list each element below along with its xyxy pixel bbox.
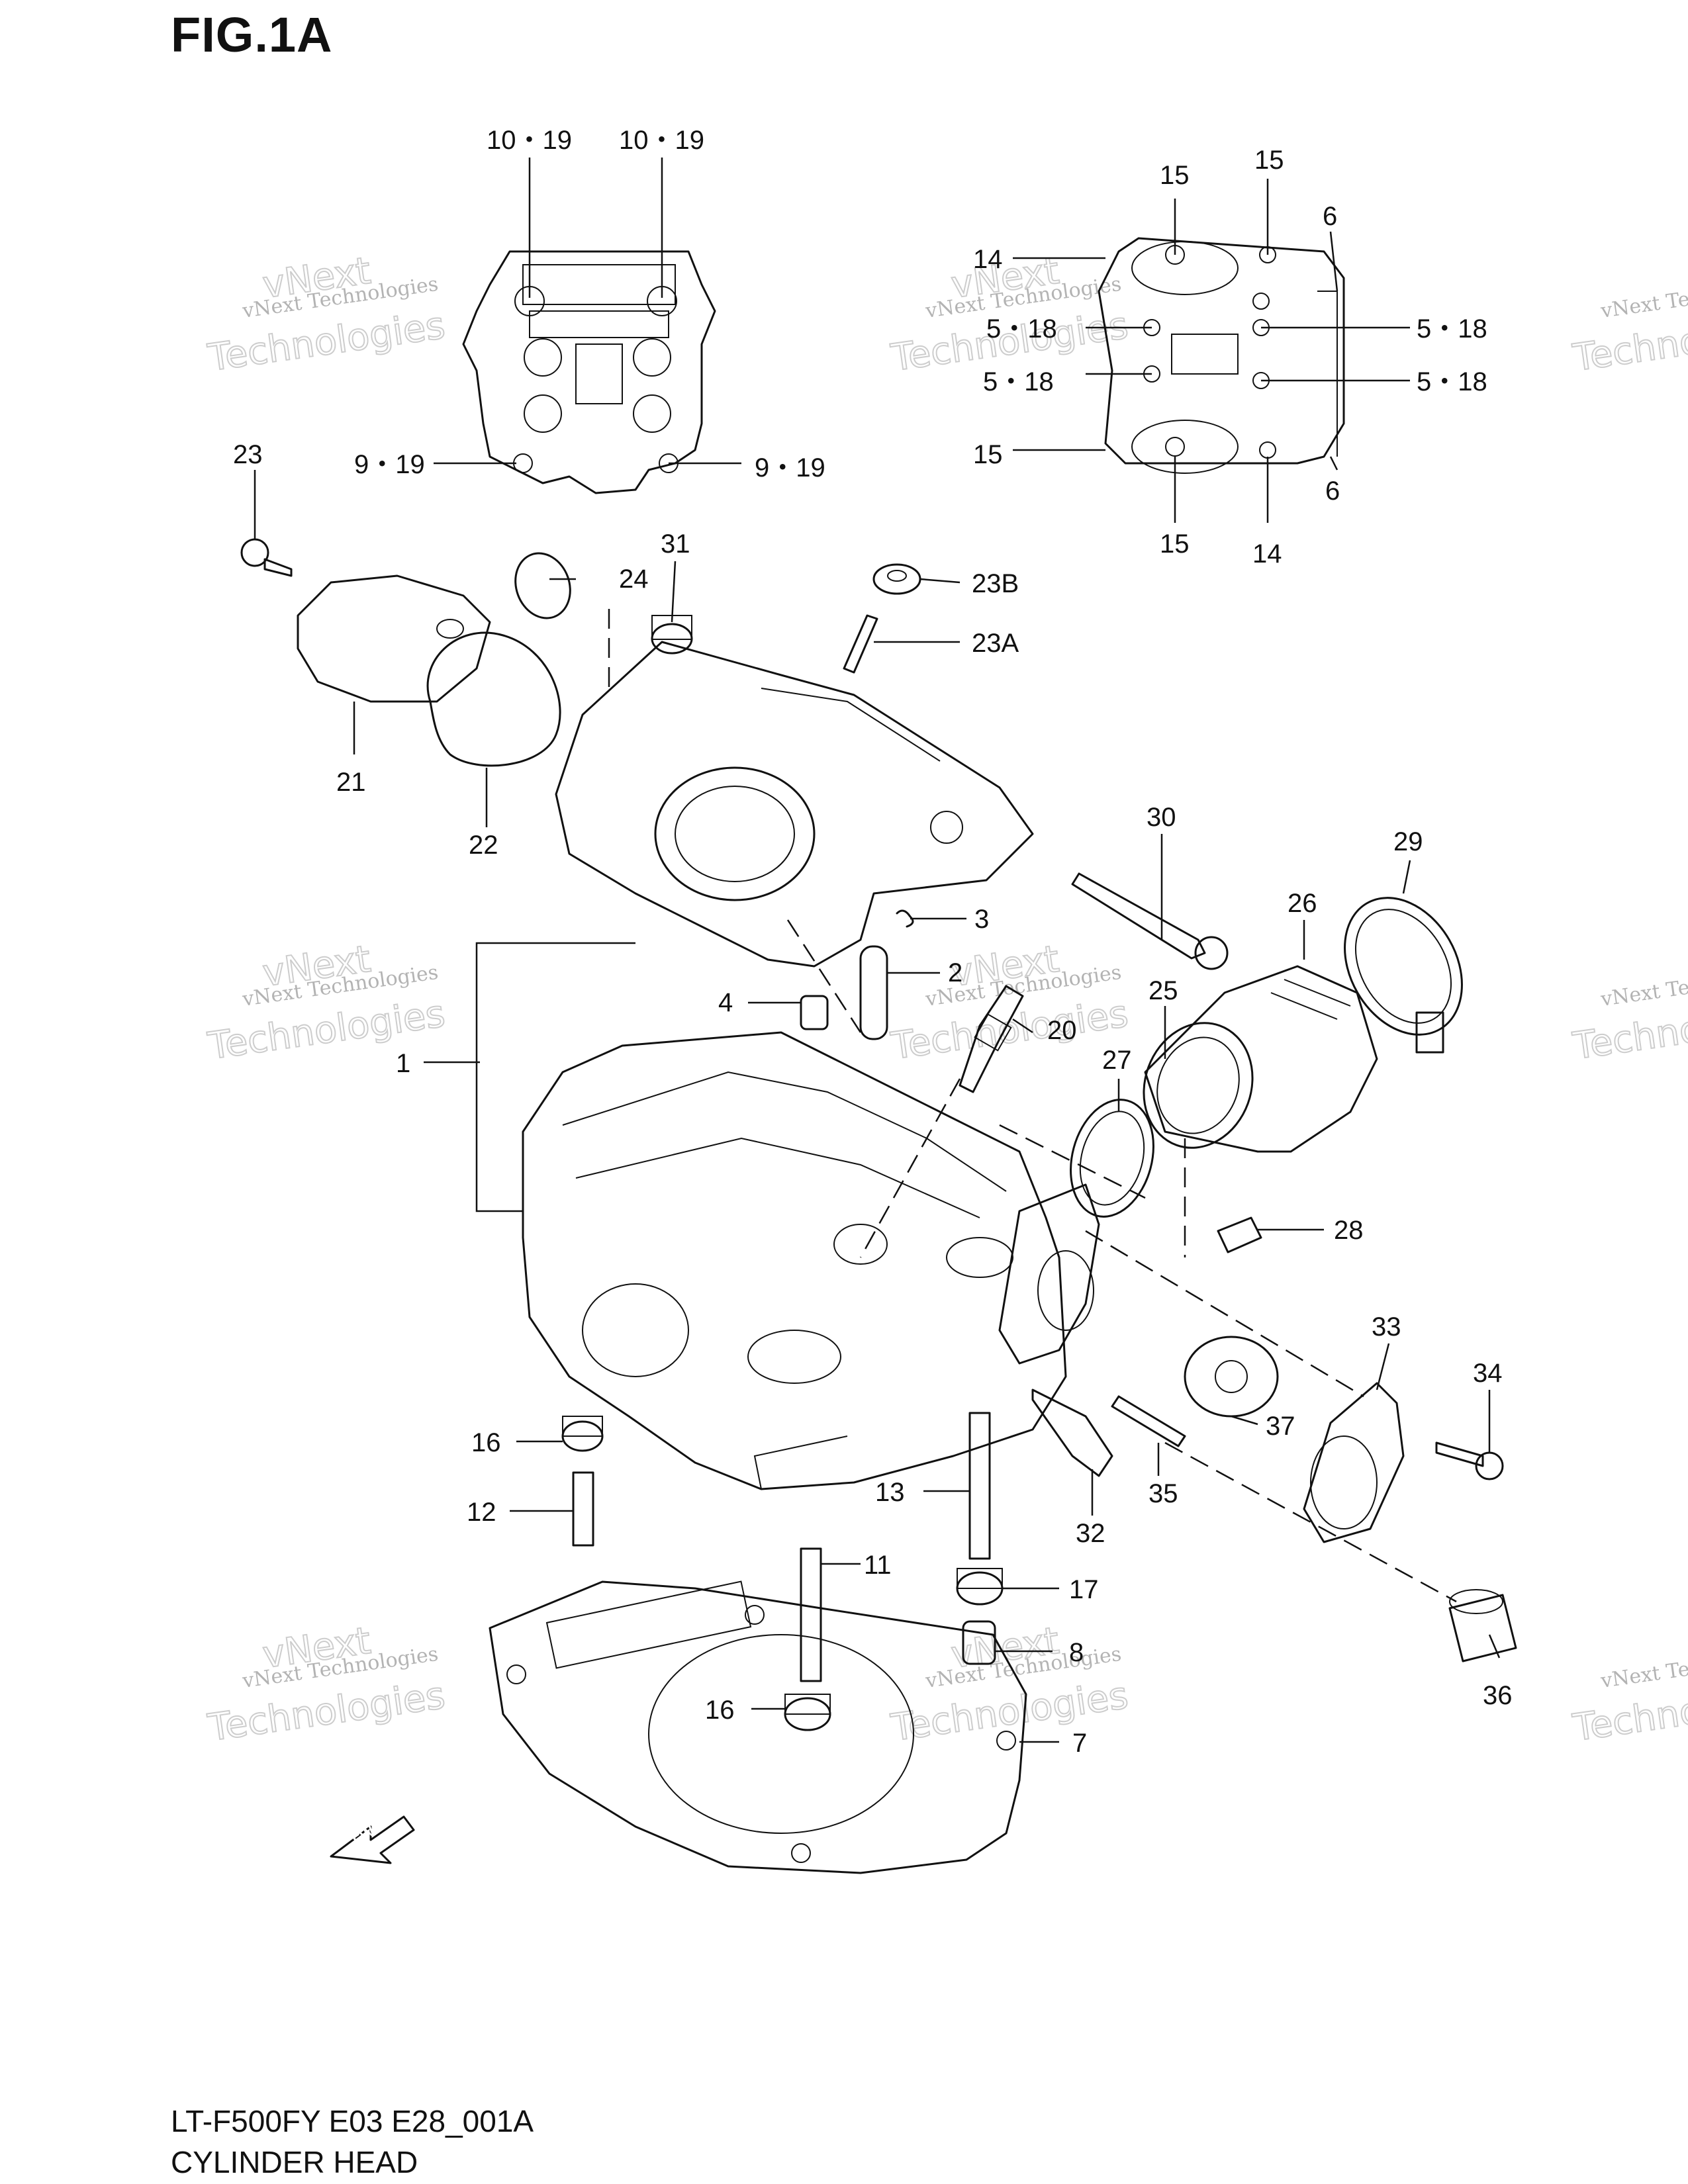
thermostat	[1184, 1336, 1279, 1418]
dowel-pin	[800, 995, 829, 1030]
callout-label: 30	[1147, 803, 1176, 832]
callout-label: 6	[1323, 202, 1337, 231]
callout-label: 5・18	[986, 314, 1057, 343]
callout-label: 10・19	[619, 126, 704, 155]
stud-12	[572, 1471, 594, 1547]
nut-17	[956, 1568, 1004, 1606]
head-top-view-inset	[462, 250, 716, 494]
stud-13	[968, 1412, 991, 1560]
tappet-cover	[297, 574, 491, 703]
cam-holder-inset	[1098, 237, 1345, 474]
callout-label: 16	[705, 1696, 735, 1725]
stud-35	[1111, 1395, 1186, 1447]
callout-label: 5・18	[1417, 314, 1487, 343]
callout-label: 9・19	[354, 450, 425, 479]
callout-label: 37	[1266, 1412, 1295, 1441]
nut-16-upper	[561, 1416, 604, 1452]
callout-label: 4	[718, 988, 733, 1017]
callout-labels: 10・19 10・19 9・19 9・19 15 15 15 15 14 14 …	[233, 126, 1513, 1758]
watermark-text: Technologies	[205, 304, 447, 380]
cap-bolt	[1435, 1441, 1504, 1480]
fwd-arrow-icon: FWD	[330, 1815, 415, 1864]
watermark-text: Technologies	[888, 1674, 1131, 1750]
callout-label: 12	[467, 1498, 496, 1527]
hose-joint	[1448, 1589, 1517, 1662]
section-name: CYLINDER HEAD	[171, 2145, 418, 2179]
callout-label: 15	[1160, 529, 1190, 559]
head-gasket	[489, 1580, 1027, 1874]
callout-label: 14	[1252, 539, 1282, 569]
callout-label: 10・19	[487, 126, 572, 155]
callout-label: 17	[1069, 1575, 1099, 1604]
intake-pipe	[1143, 965, 1378, 1153]
screw	[1217, 1216, 1262, 1253]
retaining-clip	[896, 909, 914, 928]
callout-label: 23B	[972, 569, 1019, 598]
nut-16-lower	[784, 1694, 831, 1731]
stud-23a	[843, 614, 878, 674]
watermark-text: Technologies	[205, 992, 447, 1068]
callout-label: 26	[1288, 889, 1317, 918]
temp-sensor	[1031, 1388, 1113, 1477]
model-code: LT-F500FY E03 E28_001A	[171, 2104, 534, 2138]
callout-label: 33	[1372, 1312, 1401, 1342]
callout-label: 23A	[972, 629, 1019, 658]
cylinder-head-body	[522, 1031, 1067, 1490]
cap-plug	[514, 552, 571, 619]
long-bolt	[1071, 872, 1229, 970]
watermark-group: vNext Technologies vNext Technologies vN…	[205, 249, 1688, 1751]
watermark-text: vNext Technologies	[1599, 961, 1688, 1011]
callout-label: 32	[1076, 1519, 1105, 1548]
callout-label: 25	[1149, 976, 1178, 1005]
callout-label: 16	[471, 1428, 501, 1457]
watermark-text: vNext Technologies	[1599, 1643, 1688, 1693]
cylinder-head-cover	[555, 641, 1034, 968]
callout-label: 36	[1483, 1681, 1513, 1710]
callout-label: 15	[1160, 161, 1190, 190]
fwd-label: FWD	[350, 1817, 387, 1849]
callout-label: 22	[469, 831, 498, 860]
callout-label: 3	[974, 905, 989, 934]
callout-label: 34	[1473, 1359, 1503, 1388]
callout-label: 5・18	[1417, 367, 1487, 396]
thermostat-cap	[1303, 1382, 1405, 1543]
callout-label: 29	[1393, 827, 1423, 856]
leader-lines	[254, 158, 1501, 1743]
callout-label: 15	[973, 440, 1003, 469]
callout-label: 13	[875, 1478, 905, 1507]
outlet-housing	[998, 1183, 1100, 1365]
callout-label: 1	[396, 1049, 410, 1078]
watermark-text: Technologies	[205, 1674, 447, 1750]
callout-label: 21	[336, 768, 366, 797]
callout-label: 27	[1102, 1046, 1132, 1075]
callout-label: 6	[1325, 477, 1340, 506]
callout-label: 7	[1072, 1729, 1087, 1758]
callout-label: 28	[1334, 1216, 1364, 1245]
intake-clamp	[1344, 897, 1463, 1054]
spark-plug	[959, 985, 1024, 1093]
watermark-text: vNext Technologies	[1599, 273, 1688, 323]
cover-bolt	[240, 538, 293, 577]
callout-label: 2	[948, 958, 962, 987]
intake-o-ring	[1070, 1099, 1154, 1218]
callout-label: 11	[864, 1551, 892, 1580]
dowel-8	[962, 1620, 996, 1665]
callout-label: 31	[661, 529, 690, 559]
callout-label: 23	[233, 440, 263, 469]
tappet-cover-o-ring	[426, 631, 561, 767]
callout-label: 35	[1149, 1479, 1178, 1508]
callout-label: 20	[1047, 1016, 1077, 1045]
stud-11	[800, 1547, 822, 1682]
callout-label: 15	[1254, 146, 1284, 175]
figure-title: FIG.1A	[171, 7, 333, 62]
callout-label: 8	[1069, 1638, 1084, 1667]
callout-label: 24	[619, 565, 649, 594]
callout-label: 5・18	[983, 367, 1054, 396]
nut-23b	[872, 563, 921, 595]
callout-label: 14	[973, 245, 1003, 274]
guide-pin	[859, 945, 888, 1040]
callout-label: 9・19	[755, 453, 825, 482]
